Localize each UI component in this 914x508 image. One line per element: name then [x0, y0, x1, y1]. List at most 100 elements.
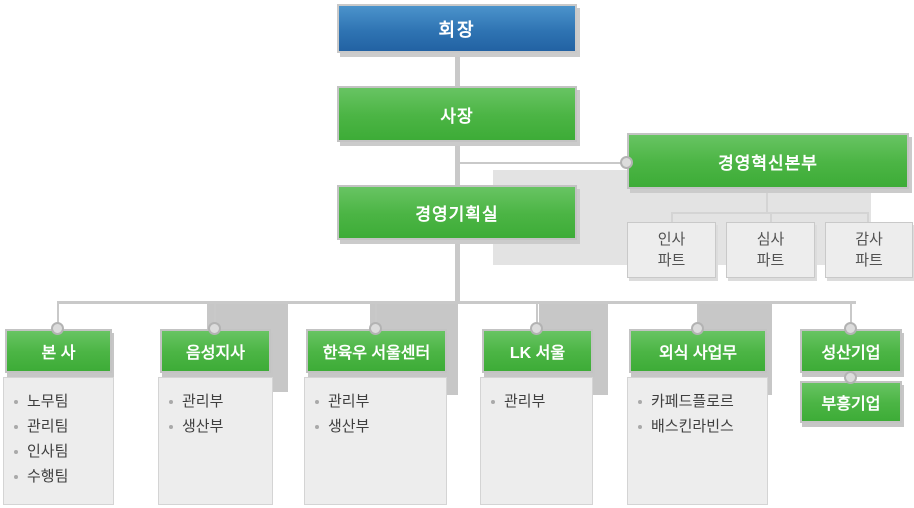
- org-node-label: 사장: [440, 106, 474, 126]
- connector-dot: [691, 322, 704, 335]
- connector-dot: [530, 322, 543, 335]
- team-panel-hanwoo: 관리부 생산부: [304, 377, 447, 505]
- part-label: 감사: [855, 231, 883, 248]
- team-label: 카페드플로르: [651, 393, 734, 410]
- org-node-label: LK 서울: [509, 345, 566, 362]
- org-node-hanwoo-seoul-center: 한육우 서울센터: [306, 329, 447, 373]
- team-label: 관리부: [182, 393, 224, 410]
- connector-part-drop: [867, 213, 869, 222]
- bullet-icon: [315, 424, 319, 429]
- org-node-president: 사장: [337, 86, 577, 142]
- team-panel-food-service: 카페드플로르 배스킨라빈스: [627, 377, 768, 505]
- bullet-icon: [315, 399, 319, 404]
- connector-branch-drop: [57, 303, 59, 329]
- org-node-part-simsa: 심사 파트: [726, 222, 815, 278]
- connector-dot: [844, 371, 857, 384]
- team-panel-eumseong: 관리부 생산부: [158, 377, 273, 505]
- bullet-icon: [14, 449, 18, 454]
- org-node-label: 경영기획실: [415, 205, 499, 224]
- connector-panel-stub: [214, 372, 216, 378]
- connector-panel-stub: [57, 372, 59, 378]
- connector-part-drop: [770, 213, 772, 222]
- connector-panel-stub: [536, 372, 538, 378]
- bullet-icon: [169, 399, 173, 404]
- connector-branch-drop: [697, 303, 699, 329]
- connector-dot: [208, 322, 221, 335]
- team-label: 생산부: [328, 418, 370, 435]
- list-item: 생산부: [169, 418, 268, 435]
- org-node-eumseong-branch: 음성지사: [160, 329, 271, 373]
- list-item: 관리부: [169, 393, 268, 410]
- team-list: 노무팀 관리팀 인사팀 수행팀: [4, 378, 113, 485]
- team-list: 관리부 생산부: [305, 378, 446, 435]
- team-label: 노무팀: [27, 393, 69, 410]
- org-node-chairman: 회장: [337, 4, 577, 53]
- list-item: 관리팀: [14, 418, 109, 435]
- team-list: 관리부 생산부: [159, 378, 272, 435]
- list-item: 노무팀: [14, 393, 109, 410]
- org-node-label: 경영혁신본부: [718, 153, 818, 173]
- connector-dot: [51, 322, 64, 335]
- connector-part-drop: [671, 213, 673, 222]
- connector-branch-drop: [536, 303, 538, 329]
- part-label: 인사: [657, 231, 686, 248]
- team-panel-headquarters: 노무팀 관리팀 인사팀 수행팀: [3, 377, 114, 505]
- connector-dot: [620, 156, 633, 169]
- list-item: 관리부: [491, 393, 588, 410]
- connector-branch-drop: [214, 303, 216, 329]
- connector-trunk-vertical: [455, 50, 460, 302]
- connector-dot: [369, 322, 382, 335]
- list-item: 수행팀: [14, 468, 109, 485]
- connector-branch-drop: [850, 303, 852, 329]
- org-node-buheung: 부흥기업: [800, 381, 902, 423]
- team-label: 관리팀: [27, 418, 69, 435]
- team-label: 관리부: [504, 393, 546, 410]
- team-panel-lk-seoul: 관리부: [480, 377, 593, 505]
- bullet-icon: [638, 399, 642, 404]
- team-list: 관리부: [481, 378, 592, 410]
- org-node-part-insa: 인사 파트: [627, 222, 716, 278]
- org-node-headquarters: 본 사: [5, 329, 112, 373]
- list-item: 카페드플로르: [638, 393, 763, 410]
- team-label: 인사팀: [27, 443, 69, 460]
- connector-panel-stub: [697, 372, 699, 378]
- list-item: 생산부: [315, 418, 442, 435]
- org-node-label: 회장: [438, 19, 476, 40]
- team-label: 생산부: [182, 418, 224, 435]
- team-label: 배스킨라빈스: [651, 418, 734, 435]
- org-node-lk-seoul: LK 서울: [482, 329, 593, 373]
- org-node-label: 부흥기업: [821, 396, 881, 413]
- org-node-label: 본 사: [41, 345, 76, 362]
- bullet-icon: [169, 424, 173, 429]
- team-label: 수행팀: [27, 468, 69, 485]
- org-node-innovation-hq: 경영혁신본부: [627, 133, 909, 189]
- bullet-icon: [14, 474, 18, 479]
- org-node-part-gamsa: 감사 파트: [825, 222, 913, 278]
- team-label: 관리부: [328, 393, 370, 410]
- part-suffix: 파트: [855, 252, 883, 269]
- org-node-label: 성산기업: [821, 345, 881, 362]
- part-suffix: 파트: [657, 252, 686, 269]
- connector-bottom-rail: [57, 301, 856, 304]
- bullet-icon: [638, 424, 642, 429]
- connector-innovation-stem: [766, 189, 768, 213]
- list-item: 인사팀: [14, 443, 109, 460]
- team-list: 카페드플로르 배스킨라빈스: [628, 378, 767, 435]
- org-node-label: 외식 사업무: [658, 345, 738, 362]
- org-node-label: 한육우 서울센터: [322, 345, 431, 362]
- connector-innovation-branch: [458, 162, 623, 164]
- bullet-icon: [491, 399, 495, 404]
- org-node-label: 음성지사: [186, 345, 245, 362]
- org-node-food-service: 외식 사업무: [629, 329, 767, 373]
- list-item: 배스킨라빈스: [638, 418, 763, 435]
- list-item: 관리부: [315, 393, 442, 410]
- part-suffix: 파트: [756, 252, 785, 269]
- bullet-icon: [14, 399, 18, 404]
- part-label: 심사: [756, 231, 785, 248]
- bullet-icon: [14, 424, 18, 429]
- connector-branch-drop: [375, 303, 377, 329]
- connector-dot: [844, 322, 857, 335]
- connector-panel-stub: [375, 372, 377, 378]
- org-node-seongsan: 성산기업: [800, 329, 902, 373]
